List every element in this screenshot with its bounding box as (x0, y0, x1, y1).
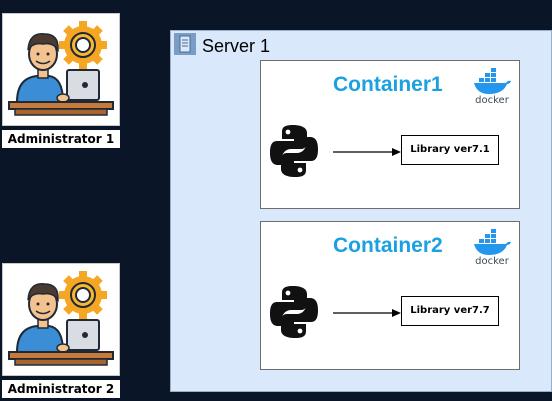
container-header: Container2 docker (260, 221, 520, 273)
admin-label: Administrator 2 (2, 380, 120, 398)
docker-logo-text: docker (475, 256, 510, 265)
container-title: Container1 (333, 73, 443, 96)
docker-logo-icon: docker (474, 229, 511, 265)
docker-logo-text: docker (475, 95, 510, 104)
arrow-connector (333, 309, 401, 317)
docker-logo-icon: docker (474, 68, 511, 104)
container-1: Container1 docker (260, 60, 520, 210)
python-logo-icon (270, 125, 318, 177)
administrator-1: Administrator 1 (2, 13, 120, 148)
admin-at-computer-icon (8, 21, 114, 116)
container-header: Container1 docker (260, 60, 520, 112)
admin-avatar (2, 263, 120, 376)
library-box: Library ver7.7 (401, 296, 499, 326)
container-body: Library ver7.7 (260, 271, 520, 370)
python-logo-icon (270, 286, 318, 338)
container-title: Container2 (333, 234, 443, 257)
administrator-2: Administrator 2 (2, 263, 120, 398)
admin-at-computer-icon (8, 271, 114, 366)
server-group: Server 1 Container1 docker (170, 30, 552, 392)
library-box: Library ver7.1 (401, 135, 499, 165)
container-body: Library ver7.1 (260, 110, 520, 209)
arrow-connector (333, 148, 401, 156)
container-2: Container2 docker (260, 221, 520, 371)
admin-label: Administrator 1 (2, 130, 120, 148)
server-icon (174, 33, 196, 55)
admin-avatar (2, 13, 120, 126)
server-title: Server 1 (202, 36, 271, 56)
